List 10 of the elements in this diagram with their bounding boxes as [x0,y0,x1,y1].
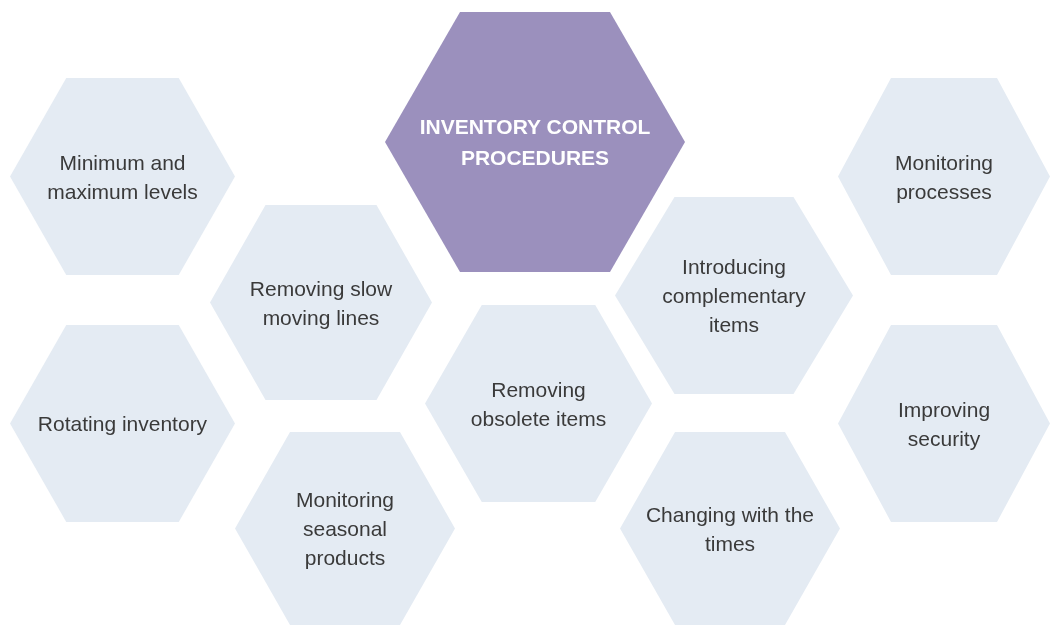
hexagon-label: Monitoring processes [893,149,995,205]
hexagon-label: Minimum and maximum levels [46,149,199,205]
heading-text: INVENTORY CONTROL PROCEDURES [418,114,652,171]
hexagon-label: Improving security [896,396,992,452]
hexagon-label: Changing with the times [645,501,815,557]
hexagon-label: Removing slow moving lines [248,275,394,331]
hexagon-label: Removing obsolete items [469,376,608,432]
hexagon-label: Introducing complementary items [661,254,807,338]
hexagon-label: Rotating inventory [37,411,208,437]
hexagon-label: Monitoring seasonal products [294,487,396,571]
